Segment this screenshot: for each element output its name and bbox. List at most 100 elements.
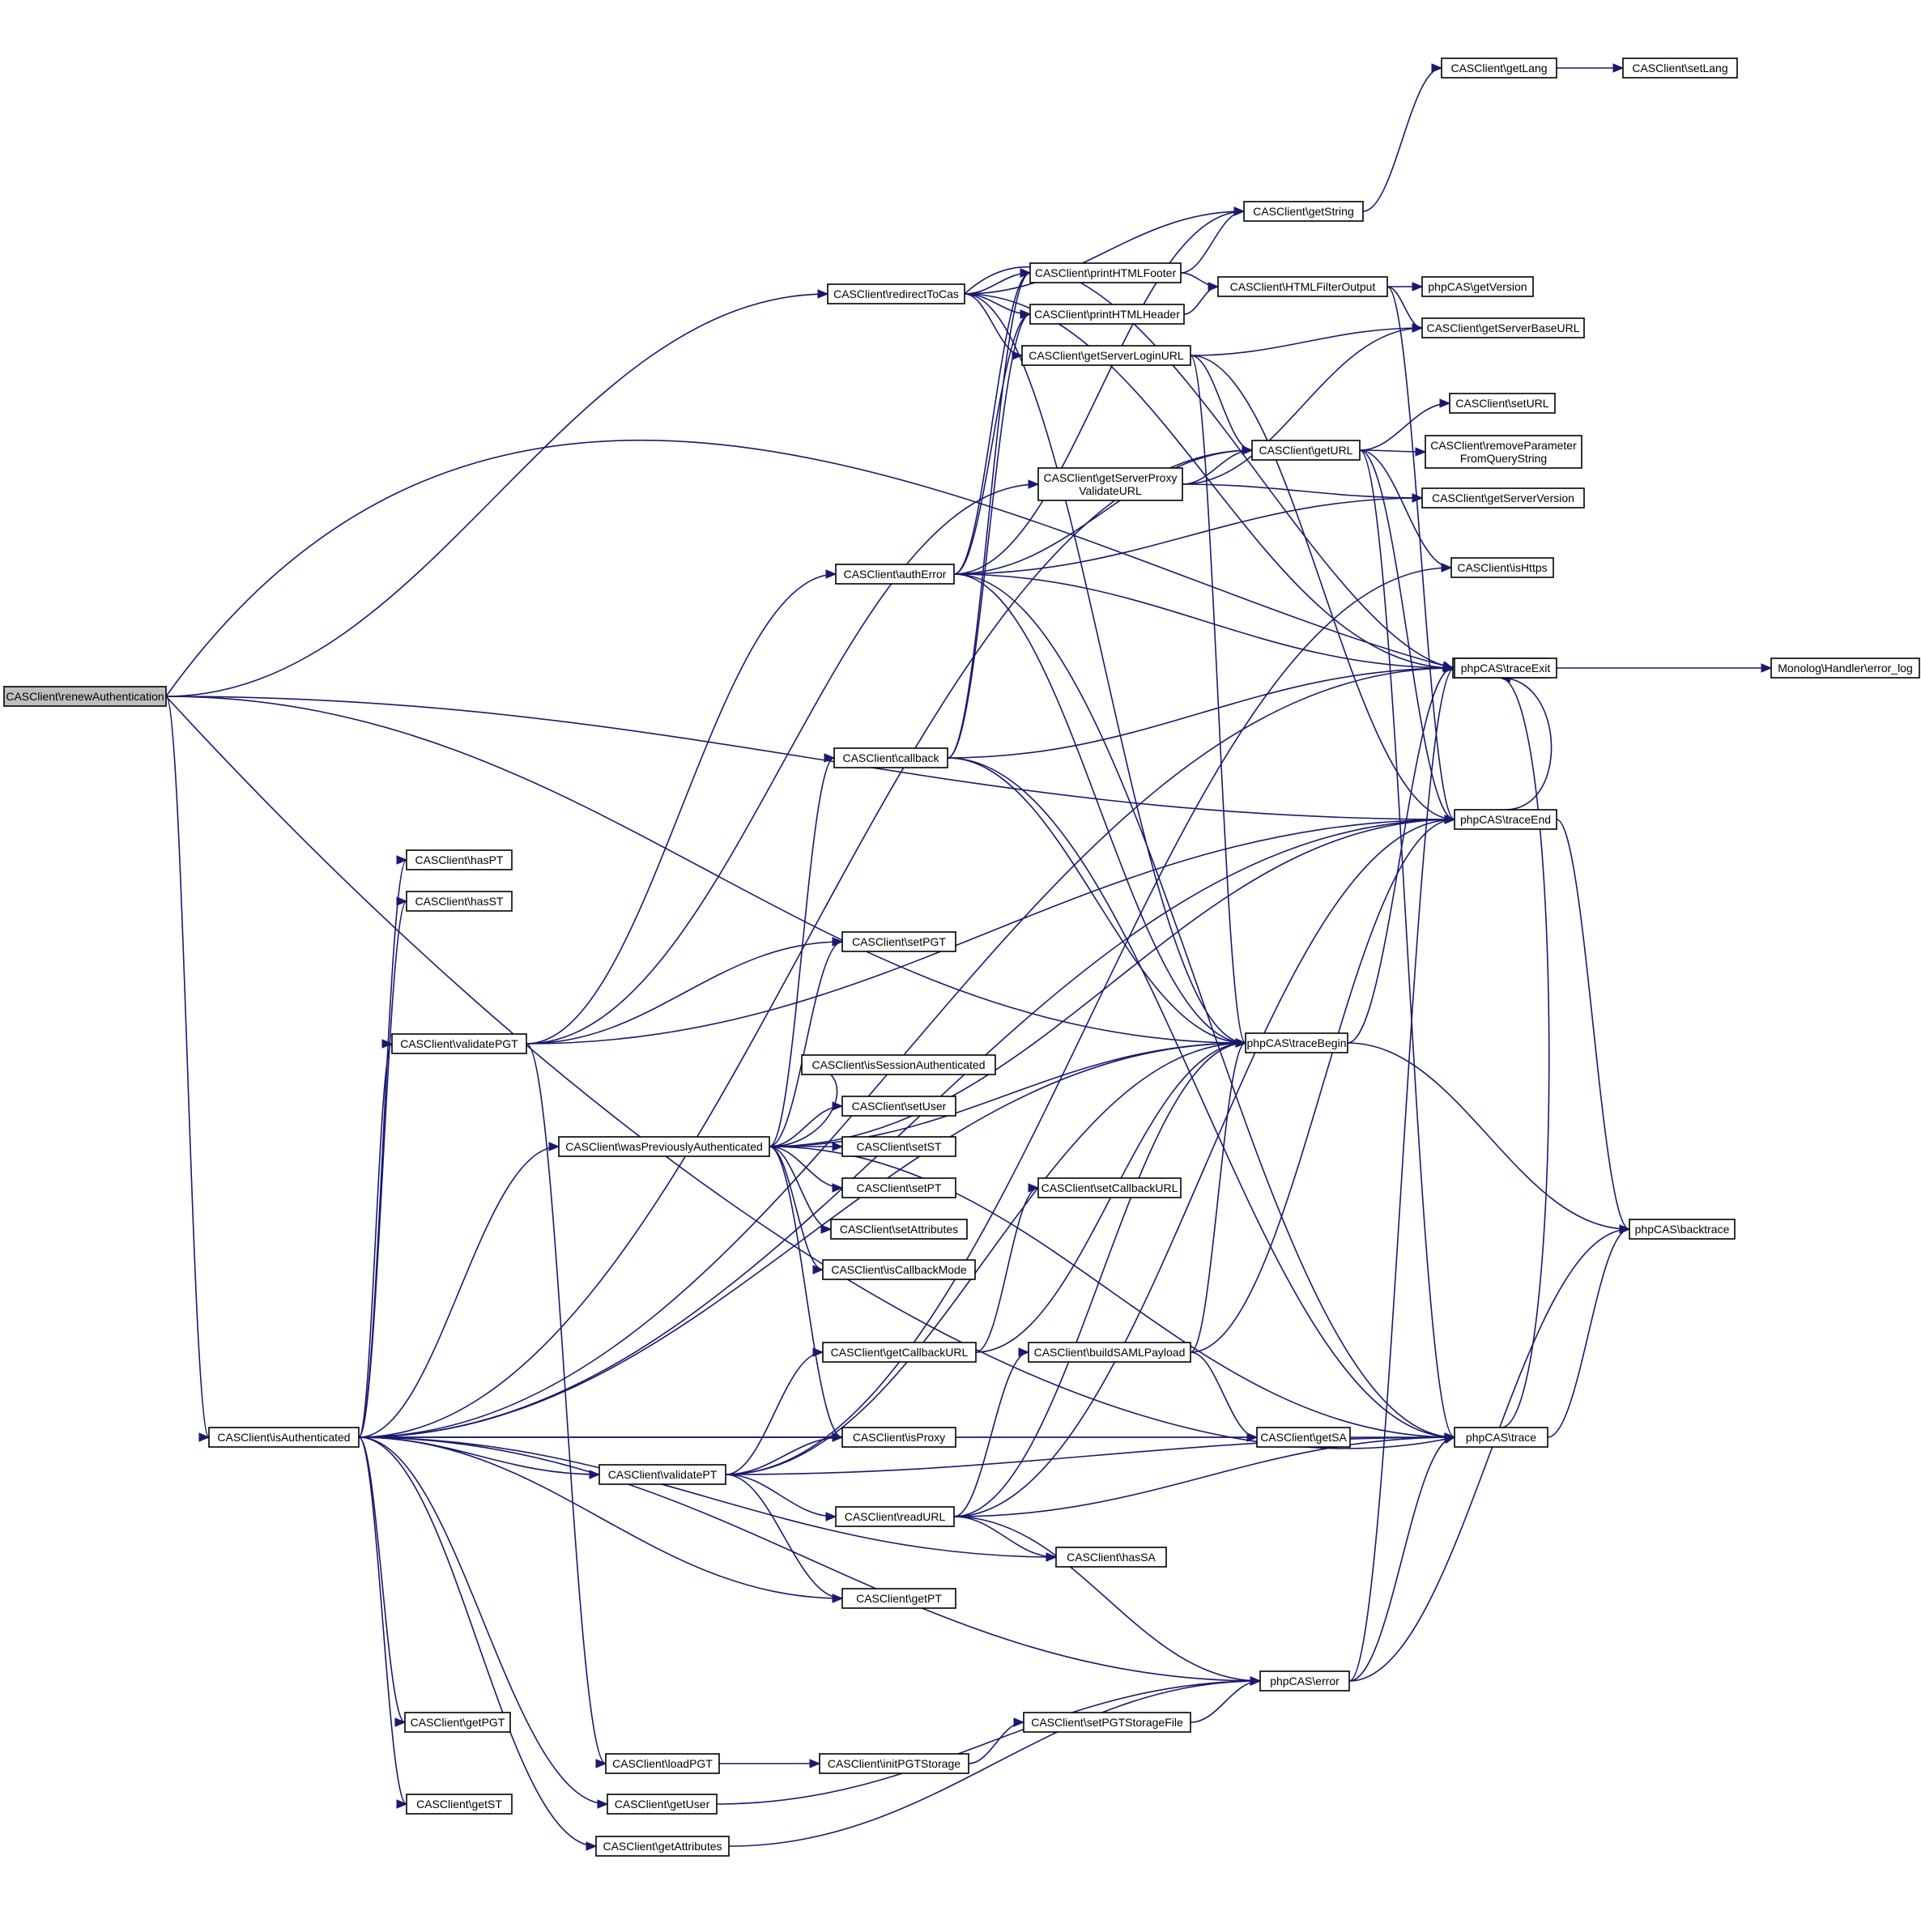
- arrowhead-icon: [1233, 206, 1246, 216]
- node-errorLog[interactable]: Monolog\Handler\error_log: [1770, 657, 1920, 679]
- node-getSA[interactable]: CASClient\getSA: [1256, 1427, 1351, 1448]
- node-validatePGT[interactable]: CASClient\validatePGT: [391, 1033, 527, 1054]
- arrowhead-icon: [1761, 663, 1773, 673]
- node-setLang[interactable]: CASClient\setLang: [1622, 57, 1738, 79]
- node-setST[interactable]: CASClient\setST: [841, 1136, 956, 1157]
- node-getString[interactable]: CASClient\getString: [1243, 201, 1364, 222]
- node-buildSAMLPayload[interactable]: CASClient\buildSAMLPayload: [1028, 1342, 1191, 1363]
- node-getPGT[interactable]: CASClient\getPGT: [404, 1712, 511, 1733]
- edge-error-to-backtrace: [1348, 1224, 1631, 1682]
- node-box: [1029, 262, 1182, 283]
- node-error[interactable]: phpCAS\error: [1259, 1670, 1350, 1692]
- node-isHttps[interactable]: CASClient\isHttps: [1450, 557, 1554, 578]
- arrowhead-icon: [809, 1759, 821, 1768]
- node-isSessionAuthenticated[interactable]: CASClient\isSessionAuthenticated: [801, 1054, 996, 1075]
- edge-line: [165, 439, 1454, 697]
- node-initPGTStorage[interactable]: CASClient\initPGTStorage: [819, 1753, 969, 1774]
- arrowhead-icon: [817, 289, 829, 299]
- node-getPT[interactable]: CASClient\getPT: [841, 1588, 956, 1609]
- node-getVersion[interactable]: phpCAS\getVersion: [1421, 276, 1534, 297]
- node-readURL[interactable]: CASClient\readURL: [835, 1506, 955, 1527]
- node-traceExit[interactable]: phpCAS\traceExit: [1454, 657, 1557, 679]
- node-label: CASClient\wasPreviouslyAuthenticated: [565, 1140, 763, 1153]
- node-isCallbackMode[interactable]: CASClient\isCallbackMode: [822, 1259, 976, 1280]
- node-isAuthenticated[interactable]: CASClient\isAuthenticated: [208, 1427, 360, 1448]
- node-setPGTStorageFile[interactable]: CASClient\setPGTStorageFile: [1023, 1712, 1191, 1733]
- node-setCallbackURL[interactable]: CASClient\setCallbackURL: [1037, 1177, 1182, 1198]
- node-isProxy[interactable]: CASClient\isProxy: [841, 1427, 956, 1448]
- arrowhead-icon: [1013, 1717, 1025, 1727]
- node-callback[interactable]: CASClient\callback: [833, 747, 948, 768]
- node-box: [1037, 467, 1183, 501]
- node-getLang[interactable]: CASClient\getLang: [1441, 57, 1557, 79]
- edge-line: [358, 1436, 843, 1599]
- node-setUser[interactable]: CASClient\setUser: [841, 1096, 956, 1117]
- node-getServerLoginURL[interactable]: CASClient\getServerLoginURL: [1021, 345, 1191, 366]
- node-hasSA[interactable]: CASClient\hasSA: [1055, 1547, 1167, 1568]
- arrowhead-icon: [1412, 493, 1424, 503]
- node-label: CASClient\validatePGT: [400, 1037, 518, 1050]
- node-getURL[interactable]: CASClient\getURL: [1251, 440, 1361, 461]
- node-traceBegin[interactable]: phpCAS\traceBegin: [1245, 1032, 1348, 1053]
- arrowhead-icon: [1242, 445, 1254, 455]
- node-traceEnd[interactable]: phpCAS\traceEnd: [1454, 809, 1557, 830]
- edge-isAuthenticated-to-getST: [358, 1436, 408, 1809]
- node-box: [830, 1219, 968, 1240]
- edge-line: [1190, 1351, 1258, 1438]
- node-hasPT[interactable]: CASClient\hasPT: [406, 849, 513, 870]
- edge-getURL-to-setURL: [1359, 398, 1451, 451]
- edge-line: [725, 1474, 837, 1517]
- node-setAttributes[interactable]: CASClient\setAttributes: [830, 1219, 968, 1240]
- node-printHTMLFooter[interactable]: CASClient\printHTMLFooter: [1029, 262, 1182, 283]
- edge-line: [975, 1187, 1039, 1353]
- node-backtrace[interactable]: phpCAS\backtrace: [1629, 1219, 1736, 1240]
- edge-printHTMLHeader-to-HTMLFilterOutput: [1183, 282, 1220, 315]
- node-wasPreviouslyAuthenticated[interactable]: CASClient\wasPreviouslyAuthenticated: [558, 1136, 770, 1157]
- node-setPT[interactable]: CASClient\setPT: [841, 1177, 956, 1198]
- arrowhead-icon: [1020, 268, 1032, 278]
- arrowhead-icon: [1250, 1676, 1262, 1686]
- node-getServerBaseURL[interactable]: CASClient\getServerBaseURL: [1421, 317, 1585, 338]
- node-label: CASClient\setPT: [856, 1181, 941, 1194]
- node-box: [1421, 276, 1534, 297]
- arrowhead-icon: [1412, 323, 1424, 333]
- node-validatePT[interactable]: CASClient\validatePT: [598, 1464, 726, 1485]
- node-trace[interactable]: phpCAS\trace: [1454, 1427, 1548, 1448]
- node-HTMLFilterOutput[interactable]: CASClient\HTMLFilterOutput: [1217, 276, 1388, 297]
- edge-wasPreviouslyAuthenticated-to-isCallbackMode: [769, 1146, 824, 1275]
- edge-line: [358, 667, 1454, 1438]
- edge-line: [1348, 667, 1455, 1682]
- node-getST[interactable]: CASClient\getST: [406, 1794, 513, 1815]
- edge-line: [358, 1436, 1261, 1682]
- node-box: [605, 1753, 720, 1774]
- edge-line: [358, 1146, 560, 1438]
- node-label: phpCAS\traceEnd: [1460, 813, 1551, 826]
- arrowhead-icon: [198, 1432, 211, 1442]
- edge-validatePGT-to-loadPGT: [526, 1043, 607, 1768]
- node-getCallbackURL[interactable]: CASClient\getCallbackURL: [822, 1342, 977, 1363]
- node-renewAuthentication[interactable]: CASClient\renewAuthentication: [3, 686, 167, 707]
- node-setPGT[interactable]: CASClient\setPGT: [841, 931, 956, 952]
- node-getAttributes[interactable]: CASClient\getAttributes: [595, 1836, 730, 1857]
- node-redirectToCas[interactable]: CASClient\redirectToCas: [827, 283, 965, 304]
- node-label: phpCAS\getVersion: [1428, 280, 1527, 293]
- node-getUser[interactable]: CASClient\getUser: [607, 1794, 718, 1815]
- node-setURL[interactable]: CASClient\setURL: [1449, 393, 1556, 414]
- node-hasST[interactable]: CASClient\hasST: [406, 891, 513, 912]
- node-printHTMLHeader[interactable]: CASClient\printHTMLHeader: [1029, 304, 1185, 325]
- node-box: [1037, 1177, 1182, 1198]
- node-label: CASClient\getSA: [1260, 1431, 1347, 1444]
- node-getServerVersion[interactable]: CASClient\getServerVersion: [1421, 487, 1585, 509]
- arrowhead-icon: [1612, 63, 1625, 73]
- edge-isAuthenticated-to-hasPT: [358, 855, 408, 1438]
- edge-getUser-to-error: [716, 1676, 1262, 1805]
- node-box: [1029, 304, 1185, 325]
- edge-traceEnd-to-log: [1499, 673, 1553, 811]
- node-authError[interactable]: CASClient\authError: [835, 564, 955, 585]
- node-label: CASClient\getServerVersion: [1432, 492, 1574, 504]
- edge-line: [358, 1436, 406, 1723]
- node-box: [1217, 276, 1388, 297]
- node-loadPGT[interactable]: CASClient\loadPGT: [605, 1753, 720, 1774]
